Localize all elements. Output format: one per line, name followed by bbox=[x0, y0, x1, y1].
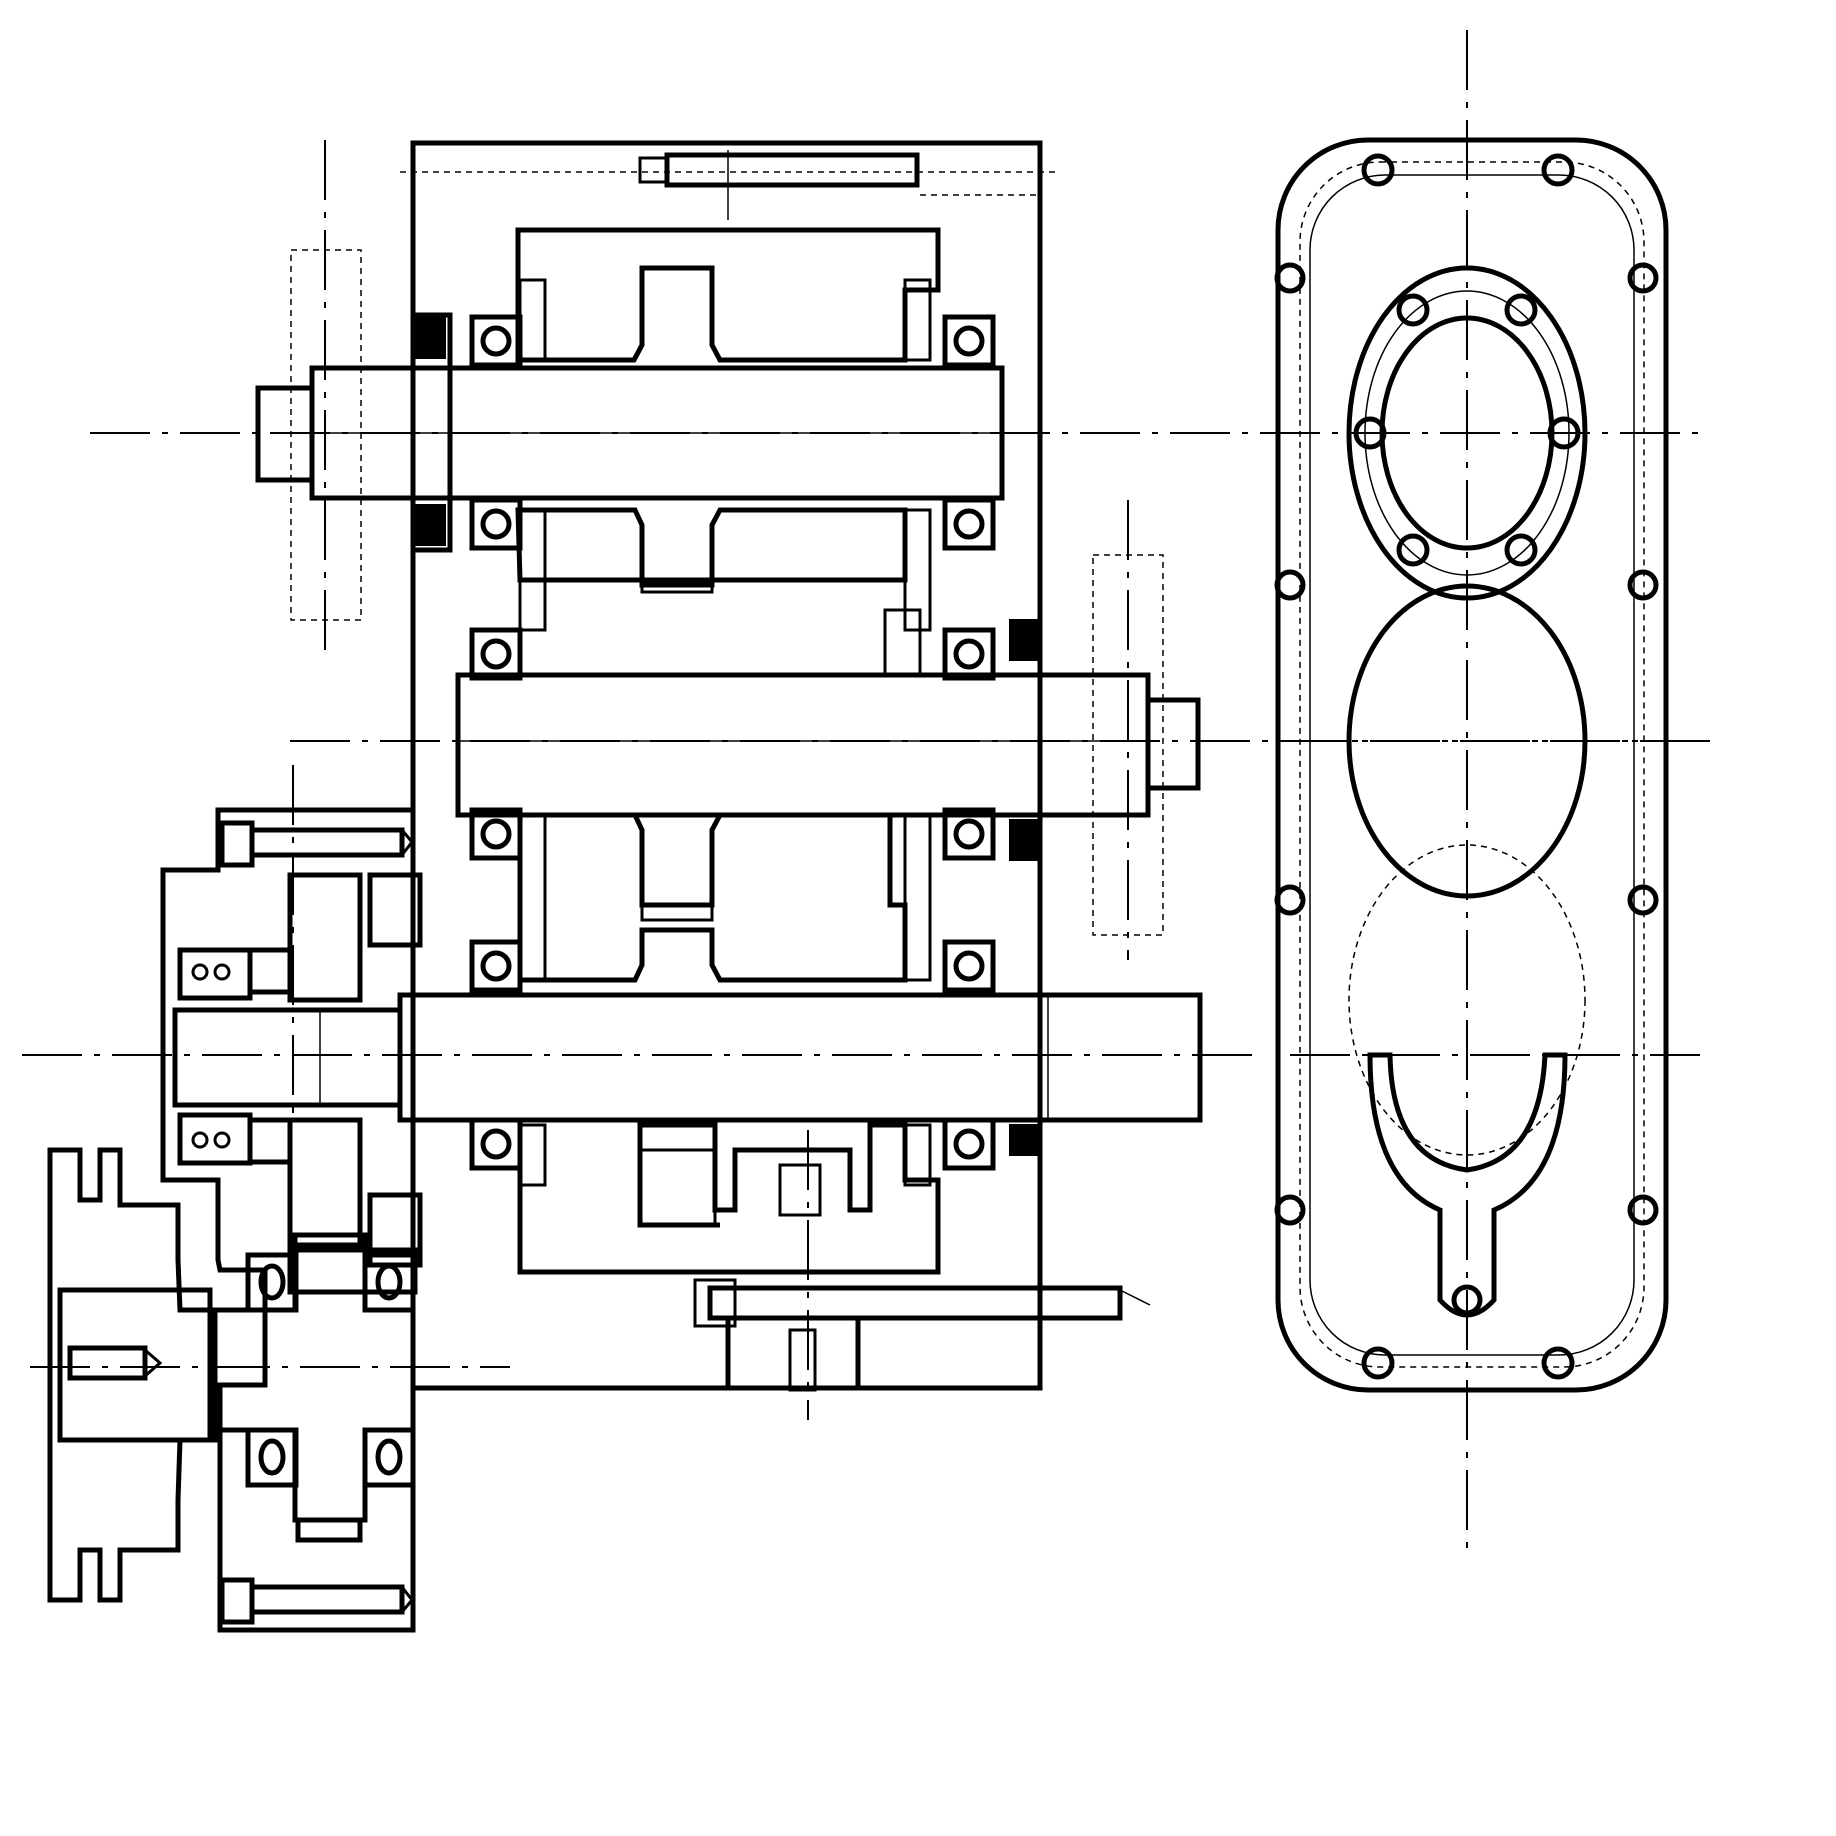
flange-bolts bbox=[1353, 293, 1581, 567]
output-gear bbox=[517, 1120, 941, 1275]
bearing-caps bbox=[414, 278, 1039, 1187]
pulley bbox=[47, 1147, 218, 1603]
intermediate-bearing-bore bbox=[1346, 583, 1588, 899]
output-slot bbox=[1367, 1052, 1568, 1318]
bearing bbox=[245, 1427, 299, 1488]
bearing bbox=[469, 627, 523, 681]
housing-bolts bbox=[1274, 153, 1659, 1380]
middle-gear-chamber bbox=[517, 812, 908, 983]
upper-gear-lower bbox=[515, 507, 908, 588]
output-shaft bbox=[172, 992, 1203, 1123]
center-lines bbox=[22, 30, 1710, 1550]
bearing bbox=[942, 627, 996, 681]
bearings bbox=[469, 314, 996, 1171]
upper-gear-chamber bbox=[515, 227, 941, 363]
bottom-bolt bbox=[693, 1278, 1151, 1392]
top-bolt bbox=[400, 150, 1060, 220]
bearing bbox=[469, 314, 523, 368]
input-bearing-flange bbox=[1346, 265, 1588, 601]
gearbox-end-view bbox=[1274, 137, 1669, 1393]
coupling-bolt-upper bbox=[219, 820, 414, 868]
input-shaft bbox=[255, 249, 1005, 621]
coupling-bolt-lower bbox=[219, 1577, 414, 1625]
intermediate-shaft bbox=[455, 554, 1201, 936]
bearing bbox=[362, 1427, 416, 1488]
coupling-gear bbox=[212, 1232, 416, 1523]
bearing bbox=[469, 939, 523, 993]
bearing bbox=[942, 939, 996, 993]
bearing bbox=[942, 314, 996, 368]
end-view-housing bbox=[1275, 137, 1669, 1393]
gearbox-section-view bbox=[47, 140, 1203, 1633]
bearing bbox=[469, 1117, 523, 1171]
bearing bbox=[942, 497, 996, 551]
bearing bbox=[942, 807, 996, 861]
bearing bbox=[942, 1117, 996, 1171]
bearing bbox=[469, 497, 523, 551]
